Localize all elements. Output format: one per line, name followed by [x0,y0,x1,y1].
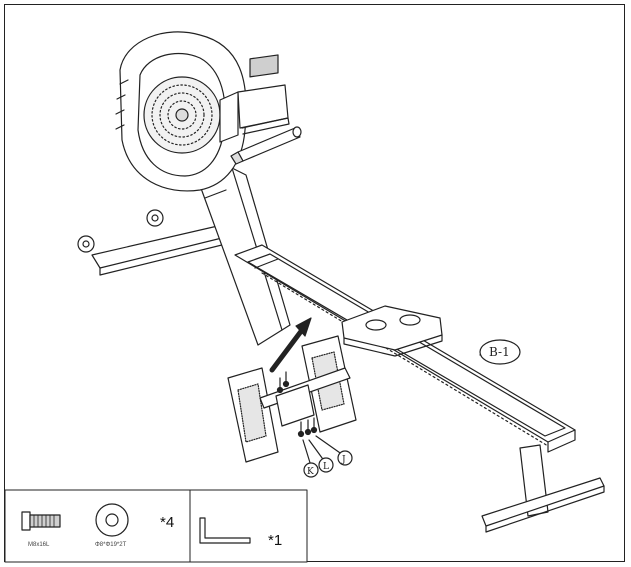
seat [341,305,443,357]
callout-bubble-l [318,457,334,473]
handlebar [230,126,302,165]
callout-bubble-k [303,462,319,478]
callout-label-l: L [323,462,329,472]
fan-housing [115,31,247,192]
washer-spec: Φ8*Φ19*2T [95,542,127,548]
front-stabilizer [77,209,231,276]
callout-label-k: K [307,467,314,477]
callout-bubble-b1 [479,339,521,365]
callout-bubble-j [337,450,353,466]
washer-icon [95,503,129,537]
foot-pedals [227,335,357,463]
bolt-icon [21,511,61,531]
fasteners [276,371,318,438]
diagram-frame [4,4,625,562]
assembly-arrow [269,317,312,373]
callout-label-b1: B-1 [489,345,510,359]
callout-label-j: J [341,455,346,465]
rear-stabilizer [481,444,605,533]
bolt-spec: M8x16L [28,542,50,548]
washer-quantity: *4 [160,514,174,531]
allen-key-quantity: *1 [268,532,282,549]
console-monitor [219,54,290,143]
allen-key-icon [199,517,251,544]
callout-leaders-fasteners [302,435,344,467]
